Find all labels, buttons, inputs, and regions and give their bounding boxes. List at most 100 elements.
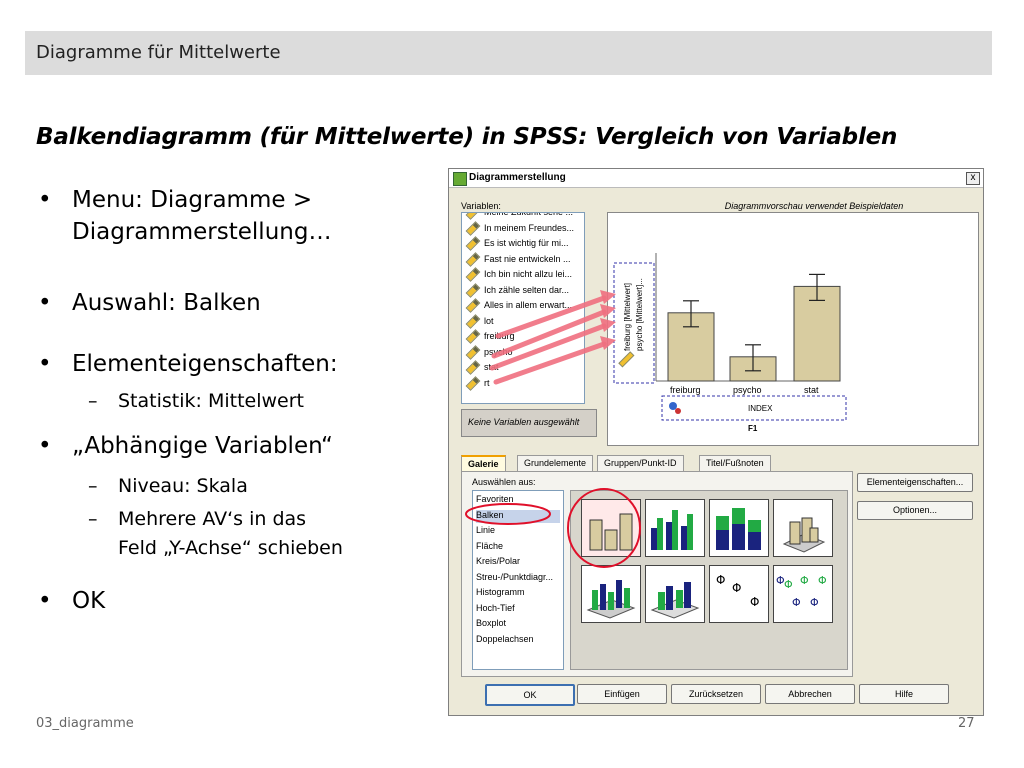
bullet-menu-line1: Menu: Diagramme >	[72, 187, 313, 213]
chart-preview-canvas[interactable]: freiburg [Mittelwert] psycho [Mittelwert…	[607, 212, 979, 446]
variable-item[interactable]: lot	[465, 313, 494, 330]
variable-item[interactable]: Meine Zukunft sehe ...	[465, 212, 574, 221]
variable-item[interactable]: stat	[465, 360, 499, 376]
x-axis-drop-zone[interactable]	[661, 395, 847, 421]
nominal-icon	[669, 402, 677, 410]
svg-text:Φ: Φ	[818, 574, 827, 587]
tab-titel[interactable]: Titel/Fußnoten	[699, 455, 771, 472]
svg-text:Φ: Φ	[810, 596, 819, 609]
bullet-symbol: •	[38, 187, 52, 213]
thumb-stacked-bar[interactable]	[709, 499, 769, 557]
app-icon	[453, 172, 467, 186]
subbullet-mehrere: – Mehrere AV‘s in das Feld „Y-Achse“ sch…	[88, 507, 343, 560]
dialog-titlebar[interactable]: Diagrammerstellung x	[449, 169, 983, 188]
bullet-element-text: Elementeigenschaften:	[72, 351, 338, 377]
bullet-ok-text: OK	[72, 588, 106, 614]
scale-variable-icon	[465, 329, 481, 345]
slide-subtitle: Balkendiagramm (für Mittelwerte) in SPSS…	[36, 124, 898, 150]
variable-label: Meine Zukunft sehe ...	[484, 212, 574, 217]
variable-item[interactable]: psycho	[465, 344, 513, 361]
chart-type-item[interactable]: Kreis/Polar	[476, 556, 521, 566]
preview-bar	[793, 285, 841, 382]
subbullet-mehrere-line1: Mehrere AV‘s in das	[118, 508, 307, 530]
tab-grundelemente[interactable]: Grundelemente	[517, 455, 594, 472]
chart-type-item[interactable]: Hoch-Tief	[476, 602, 515, 613]
bullet-symbol: •	[38, 588, 52, 614]
paste-button[interactable]: Einfügen	[577, 684, 667, 704]
scale-variable-icon	[465, 236, 481, 252]
thumb-clustered-bar[interactable]	[645, 499, 705, 557]
gallery-label: Auswählen aus:	[472, 477, 536, 487]
tab-gruppen[interactable]: Gruppen/Punkt-ID	[597, 455, 684, 472]
variable-item[interactable]: rt	[465, 375, 490, 392]
clustered-bar-icon	[651, 510, 693, 550]
variables-scrollbar[interactable]: ▲ ▼	[584, 213, 585, 403]
help-button[interactable]: Hilfe	[859, 684, 949, 704]
3d-stacked-icon	[650, 582, 700, 619]
options-button[interactable]: Optionen...	[857, 501, 973, 520]
preview-chart: freiburg [Mittelwert] psycho [Mittelwert…	[613, 253, 847, 433]
bullet-av: • „Abhängige Variablen“	[38, 432, 333, 460]
thumb-3d-stacked[interactable]	[645, 565, 705, 623]
chart-thumbnails: Φ Φ Φ Φ Φ Φ Φ Φ Φ	[570, 490, 848, 670]
chart-type-item[interactable]: Boxplot	[476, 618, 507, 628]
chart-type-item[interactable]: Favoriten	[476, 494, 514, 504]
bullet-ok: • OK	[38, 587, 106, 615]
variable-item[interactable]: Ich zähle selten dar...	[465, 282, 570, 299]
tab-galerie[interactable]: Galerie	[461, 455, 506, 473]
preview-label: Diagrammvorschau verwendet Beispieldaten	[724, 201, 904, 211]
svg-text:Φ: Φ	[732, 581, 741, 595]
scale-variable-icon	[465, 251, 481, 267]
variable-item[interactable]: Alles in allem erwart...	[465, 298, 573, 314]
3d-bar-icon	[782, 517, 826, 553]
scale-variable-icon	[465, 220, 481, 236]
slide-header: Diagramme für Mittelwerte	[25, 31, 992, 75]
simple-bar-icon	[589, 513, 633, 551]
thumb-simple-bar[interactable]	[581, 499, 641, 557]
scale-variable-icon	[465, 375, 481, 391]
variable-item[interactable]: Ich bin nicht allzu lei...	[465, 267, 572, 283]
no-variable-text: Keine Variablen ausgewählt	[468, 417, 580, 427]
cancel-button[interactable]: Abbrechen	[765, 684, 855, 704]
close-button[interactable]: x	[966, 172, 980, 185]
thumb-clustered-error-bar[interactable]: Φ Φ Φ Φ Φ Φ	[773, 565, 833, 623]
scale-variable-icon	[465, 267, 481, 283]
chart-type-item[interactable]: Streu-/Punktdiagr...	[476, 571, 554, 582]
svg-text:Φ: Φ	[776, 574, 785, 587]
bullet-symbol: •	[38, 351, 52, 377]
3d-clustered-icon	[586, 580, 636, 619]
thumb-error-bar[interactable]: Φ Φ Φ	[709, 565, 769, 623]
reset-button[interactable]: Zurücksetzen	[671, 684, 761, 704]
chart-builder-dialog: Diagrammerstellung x Variablen: Meine Zu…	[448, 168, 984, 716]
preview-bars	[667, 273, 841, 382]
variable-item[interactable]: In meinem Freundes...	[465, 220, 574, 237]
element-properties-button[interactable]: Elementeigenschaften...	[857, 473, 973, 492]
scale-variable-icon	[465, 282, 481, 298]
chart-type-item[interactable]: Linie	[476, 525, 496, 535]
thumb-3d-bar[interactable]	[773, 499, 833, 557]
svg-text:Φ: Φ	[750, 595, 759, 609]
scale-variable-icon	[465, 213, 481, 221]
chart-type-item[interactable]: Doppelachsen	[476, 633, 534, 644]
stacked-bar-icon	[716, 508, 761, 550]
ok-button[interactable]: OK	[485, 684, 575, 706]
chart-type-item[interactable]: Balken	[476, 509, 560, 523]
variable-label: Fast nie entwickeln ...	[484, 253, 571, 264]
variable-item[interactable]: Fast nie entwickeln ...	[465, 251, 571, 268]
y-axis-field-psycho: psycho [Mittelwert]...	[635, 278, 644, 351]
variable-label: Alles in allem erwart...	[484, 300, 573, 310]
thumb-3d-clustered[interactable]	[581, 565, 641, 623]
variable-item[interactable]: Es ist wichtig für mi...	[465, 236, 569, 252]
chart-type-item[interactable]: Histogramm	[476, 587, 525, 597]
variable-label: Ich zähle selten dar...	[484, 284, 570, 295]
variables-list[interactable]: Meine Zukunft sehe ... In meinem Freundes…	[461, 212, 585, 404]
bullet-symbol: •	[38, 433, 52, 459]
bullet-symbol: •	[38, 290, 52, 316]
index-label: INDEX	[748, 404, 773, 413]
chart-type-item[interactable]: Fläche	[476, 540, 504, 551]
variable-label: stat	[484, 362, 499, 372]
scale-variable-icon	[465, 360, 481, 376]
variable-item[interactable]: freiburg	[465, 329, 515, 345]
